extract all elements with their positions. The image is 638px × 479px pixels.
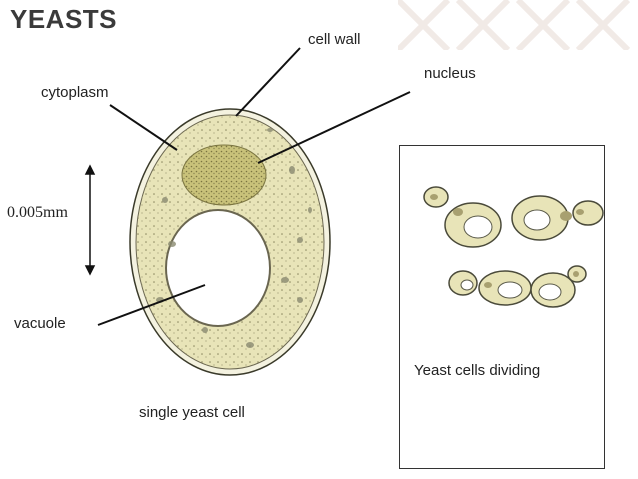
cytoplasm-pointer: [109, 104, 178, 151]
vacuole-pointer: [97, 284, 206, 326]
single-cell-caption: single yeast cell: [139, 404, 245, 421]
vacuole-shape: [165, 209, 271, 327]
cytoplasm-label: cytoplasm: [41, 84, 109, 101]
scale-label: 0.005mm: [7, 204, 68, 221]
cell-wall-label: cell wall: [308, 31, 361, 48]
slide-title: YEASTS: [10, 4, 118, 34]
nucleus-label: nucleus: [424, 65, 476, 82]
nucleus-pointer: [257, 91, 411, 164]
dividing-cells-caption: Yeast cells dividing: [414, 362, 541, 379]
dividing-cells-frame: [399, 145, 605, 469]
cell-wall-pointer: [235, 47, 301, 117]
budding-cell-2: [511, 195, 604, 241]
budding-cell-5: [530, 265, 587, 308]
scale-arrow: [84, 164, 96, 276]
vacuole-label: vacuole: [14, 315, 66, 332]
single-yeast-cell: [129, 108, 331, 376]
dividing-cells: [423, 186, 604, 308]
decorative-x-pattern: [398, 0, 631, 50]
budding-cell-3: [448, 270, 478, 296]
budding-cell-1: [423, 186, 502, 248]
budding-cell-4: [478, 270, 532, 306]
